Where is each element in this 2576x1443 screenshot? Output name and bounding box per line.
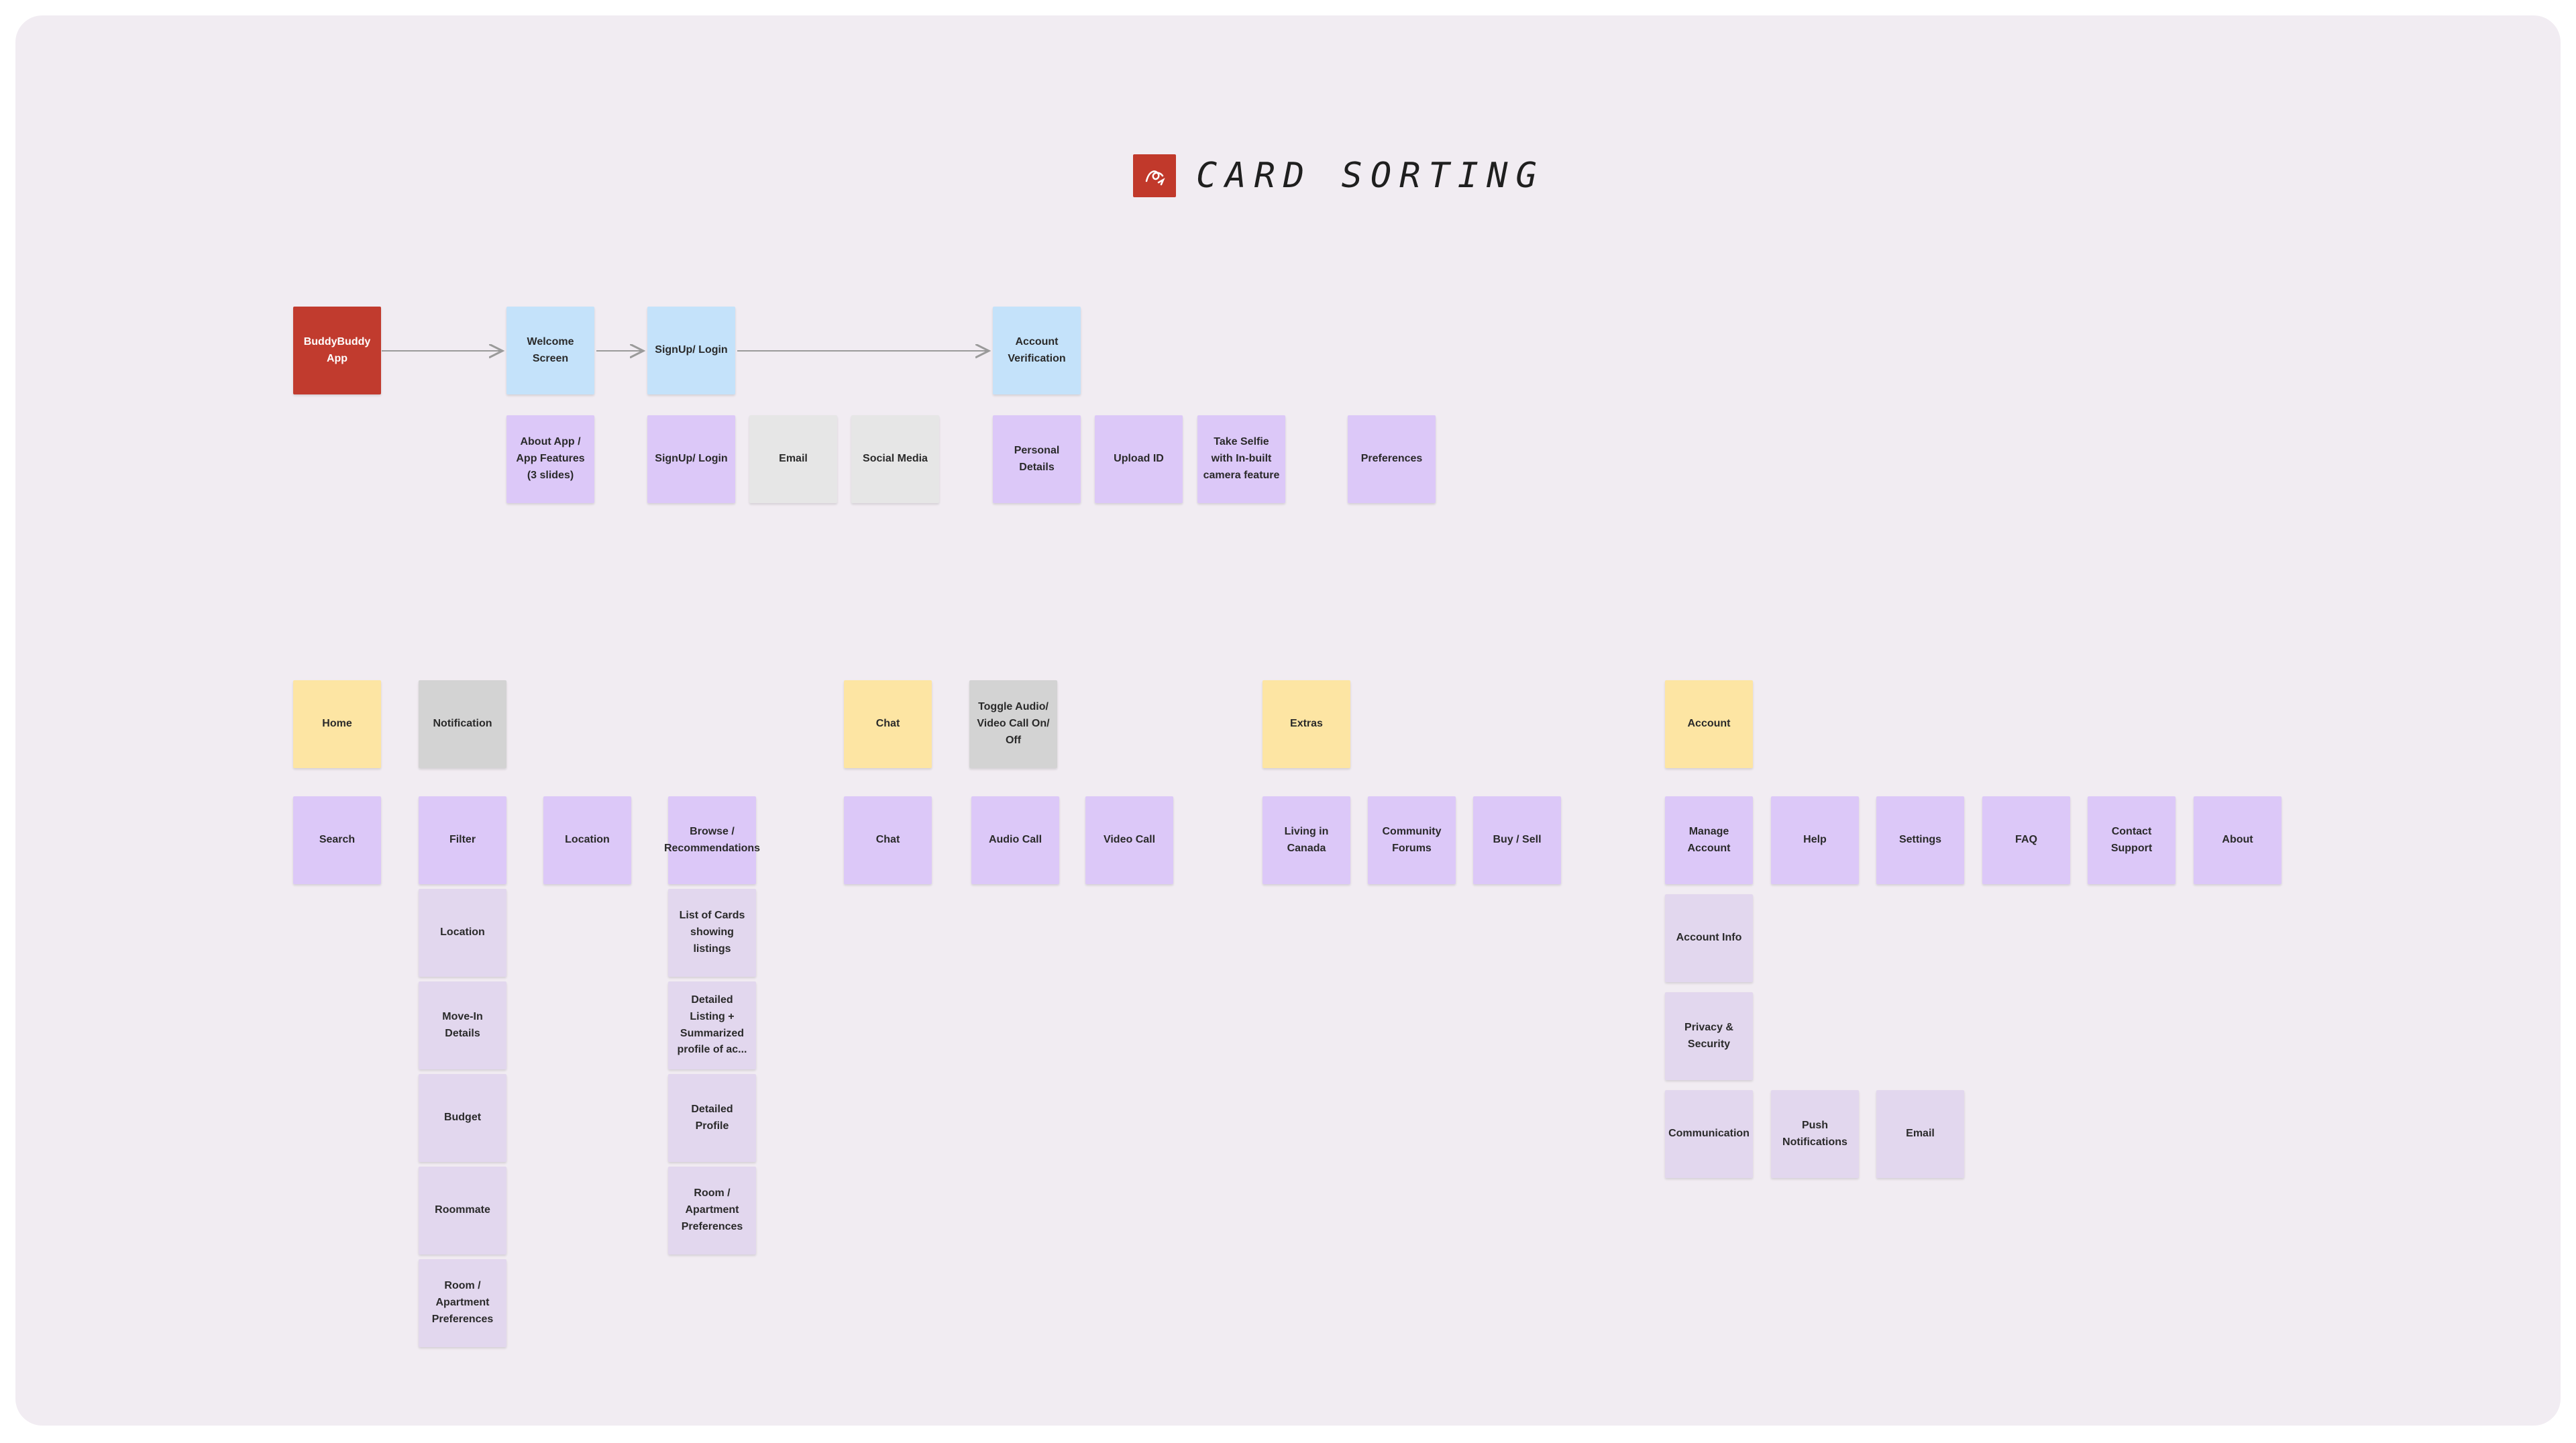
card-move-in-details[interactable]: Move-In Details (419, 981, 506, 1069)
card-about-app[interactable]: About App / App Features (3 slides) (506, 415, 594, 503)
card-community-forums[interactable]: Community Forums (1368, 796, 1456, 884)
card-room-apartment-preferences-2[interactable]: Room / Apartment Preferences (668, 1167, 756, 1254)
card-email[interactable]: Email (749, 415, 837, 503)
whiteboard-canvas: CARD SORTING BuddyBuddy App Welcome Scre… (15, 15, 2561, 1426)
card-account-header[interactable]: Account (1665, 680, 1753, 768)
card-notification[interactable]: Notification (419, 680, 506, 768)
card-help[interactable]: Help (1771, 796, 1859, 884)
card-location[interactable]: Location (543, 796, 631, 884)
card-welcome-screen[interactable]: Welcome Screen (506, 307, 594, 394)
card-contact-support[interactable]: Contact Support (2088, 796, 2176, 884)
card-home-header[interactable]: Home (293, 680, 381, 768)
card-signup-login-header[interactable]: SignUp/ Login (647, 307, 735, 394)
card-social-media[interactable]: Social Media (851, 415, 939, 503)
card-sorting-logo-icon (1133, 154, 1176, 197)
card-detailed-profile[interactable]: Detailed Profile (668, 1074, 756, 1162)
card-toggle-call[interactable]: Toggle Audio/ Video Call On/ Off (969, 680, 1057, 768)
card-push-notifications[interactable]: Push Notifications (1771, 1090, 1859, 1178)
card-personal-details[interactable]: Personal Details (993, 415, 1081, 503)
card-preferences[interactable]: Preferences (1348, 415, 1436, 503)
card-account-email[interactable]: Email (1876, 1090, 1964, 1178)
card-privacy-security[interactable]: Privacy & Security (1665, 992, 1753, 1080)
card-search[interactable]: Search (293, 796, 381, 884)
card-account-verification[interactable]: Account Verification (993, 307, 1081, 394)
card-settings[interactable]: Settings (1876, 796, 1964, 884)
card-budget[interactable]: Budget (419, 1074, 506, 1162)
card-audio-call[interactable]: Audio Call (971, 796, 1059, 884)
card-browse-recommendations[interactable]: Browse / Recommendations (664, 796, 760, 884)
card-chat[interactable]: Chat (844, 796, 932, 884)
card-faq[interactable]: FAQ (1982, 796, 2070, 884)
card-living-in-canada[interactable]: Living in Canada (1263, 796, 1350, 884)
card-filter[interactable]: Filter (419, 796, 506, 884)
card-communication[interactable]: Communication (1665, 1090, 1753, 1178)
card-buy-sell[interactable]: Buy / Sell (1473, 796, 1561, 884)
card-roommate[interactable]: Roommate (419, 1167, 506, 1254)
page-title: CARD SORTING (1196, 156, 1545, 196)
card-filter-location[interactable]: Location (419, 889, 506, 977)
card-chat-header[interactable]: Chat (844, 680, 932, 768)
card-room-apartment-preferences[interactable]: Room / Apartment Preferences (419, 1259, 506, 1347)
flow-arrows (382, 15, 2561, 1426)
card-video-call[interactable]: Video Call (1085, 796, 1173, 884)
card-detailed-listing[interactable]: Detailed Listing + Summarized profile of… (668, 981, 756, 1069)
card-extras-header[interactable]: Extras (1263, 680, 1350, 768)
board-title: CARD SORTING (1133, 154, 1545, 197)
card-take-selfie[interactable]: Take Selfie with In-built camera feature (1197, 415, 1285, 503)
card-account-info[interactable]: Account Info (1665, 894, 1753, 982)
card-signup-login[interactable]: SignUp/ Login (647, 415, 735, 503)
card-buddybuddy-app[interactable]: BuddyBuddy App (293, 307, 381, 394)
card-manage-account[interactable]: Manage Account (1665, 796, 1753, 884)
card-about[interactable]: About (2194, 796, 2282, 884)
card-list-of-cards[interactable]: List of Cards showing listings (668, 889, 756, 977)
card-upload-id[interactable]: Upload ID (1095, 415, 1183, 503)
